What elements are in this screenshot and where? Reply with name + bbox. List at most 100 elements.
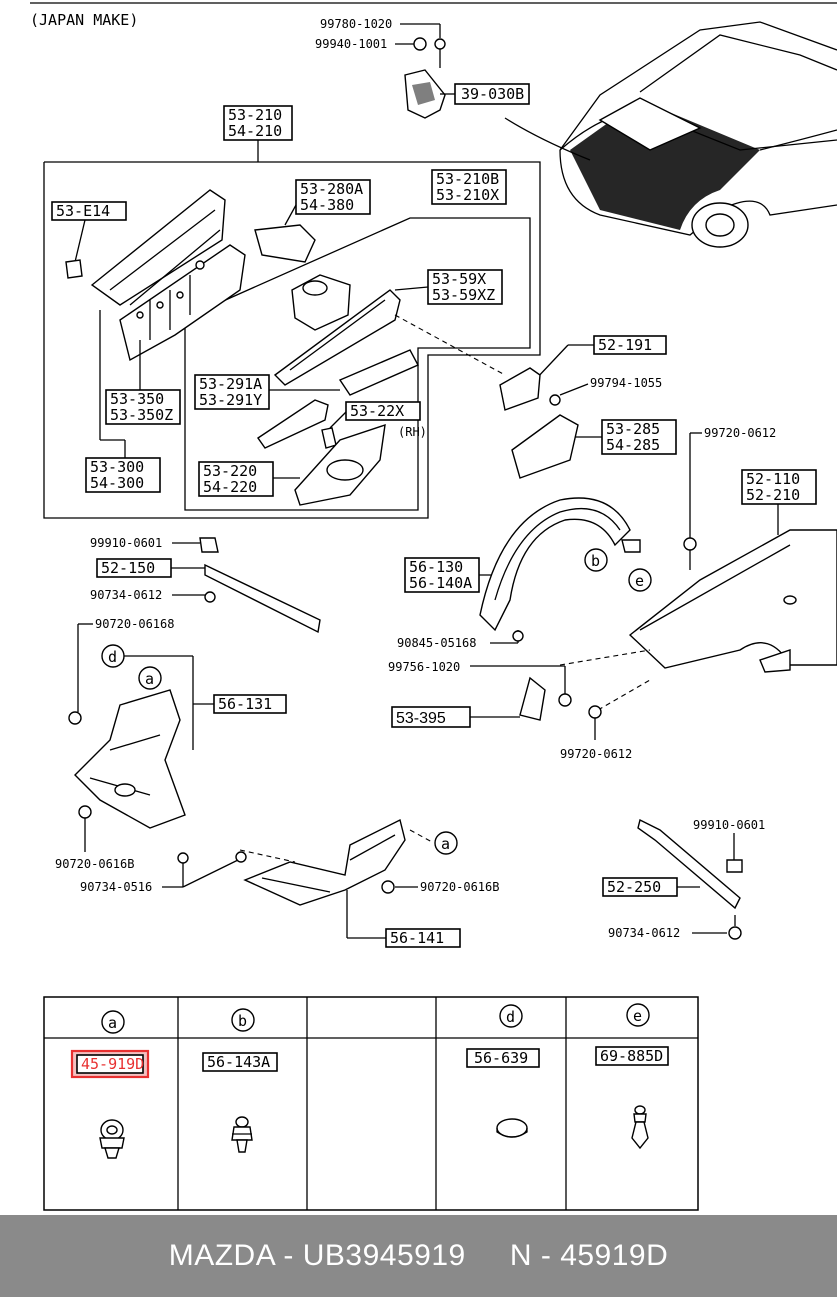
footer-text: MAZDA - UB3945919 N - 45919D [168,1239,669,1272]
box-53291A [194,374,270,410]
legend-letter-e [626,1003,650,1027]
bracket-52191 [499,367,541,411]
apron-assembly-frame: 53-210 54-210 [43,105,541,519]
box-53350 [105,389,181,425]
car-illustration [504,21,837,248]
callout-a-left-text: a [145,670,154,688]
gusset [257,399,329,449]
legend-letter-e-text: e [633,1007,642,1025]
callout-e-top-text: e [635,572,644,590]
legend-letter-a [101,1010,125,1034]
label-54210: 54-210 [228,122,282,140]
label-52110: 52-110 [746,470,800,488]
inner-fender-liner [479,497,631,632]
front-rail [273,289,419,396]
label-90734c: 90734-0612 [608,926,680,940]
callout-a-right-text: a [441,835,450,853]
box-53210B [431,169,507,205]
label-53300: 53-300 [90,458,144,476]
label-56130: 56-130 [409,558,463,576]
callout-b-top-text: b [591,552,600,570]
legend-part-b: 56-143A [207,1053,270,1071]
label-52250: 52-250 [607,878,661,896]
label-53280A: 53-280A [300,180,363,198]
label-53291Y: 53-291Y [199,391,262,409]
label-39030B: 39-030B [461,85,524,103]
label-53395: 53-395 [396,710,446,727]
bracket-53395 [519,676,546,721]
label-99780: 99780-1020 [320,17,392,31]
label-5359X: 53-59X [432,270,486,288]
fastener-legend-table: a b d e 45-919D 56-143A 56-639 69-885D [43,996,699,1211]
bracket-53285 [511,414,579,479]
label-90734a: 90734-0612 [90,588,162,602]
callout-d-left-text: d [108,648,117,666]
box-53300 [85,457,161,493]
label-99910b: 99910-0601 [693,818,765,832]
brace-52250 [637,818,741,910]
box-53280A [295,179,371,215]
label-90845: 90845-05168 [397,636,476,650]
label-54300: 54-300 [90,474,144,492]
label-90720b: 90720-0616B [55,857,134,871]
bracket-53280A [254,224,316,263]
legend-letter-d [499,1004,523,1028]
label-99940: 99940-1001 [315,37,387,51]
label-54220: 54-220 [203,478,257,496]
label-52150: 52-150 [101,559,155,577]
hinge-bracket [404,37,446,119]
callout-e-top [628,568,652,592]
brace-52150 [204,563,321,634]
box-53285 [601,419,677,455]
label-99910a: 99910-0601 [90,536,162,550]
clip-e-icon [631,1105,649,1150]
label-53210: 53-210 [228,106,282,124]
splash-shield-56131 [74,689,186,829]
strut-tower [291,274,351,331]
label-54285: 54-285 [606,436,660,454]
box-53E14 [51,201,127,221]
label-53285: 53-285 [606,420,660,438]
label-53210B: 53-210B [436,170,499,188]
label-56141: 56-141 [390,929,444,947]
legend-letter-b [231,1008,255,1032]
label-99720b: 99720-0612 [560,747,632,761]
label-56131: 56-131 [218,695,272,713]
legend-part-a: 45-919D [81,1055,144,1073]
label-53220: 53-220 [203,462,257,480]
front-fender [628,529,837,673]
splash-shield-56141 [243,818,406,906]
label-90720a: 90720-06168 [95,617,174,631]
legend-part-e: 69-885D [600,1047,663,1065]
label-90734b: 90734-0516 [80,880,152,894]
callout-a-left [138,666,162,690]
label-53350: 53-350 [110,390,164,408]
clip-b-icon [231,1116,253,1153]
label-52191: 52-191 [598,336,652,354]
plug-d-icon [496,1118,528,1138]
label-54380: 54-380 [300,196,354,214]
legend-part-d: 56-639 [474,1049,528,1067]
parts-diagram: (JAPAN MAKE) 99780-1020 99940-1001 39-03… [30,2,837,1211]
label-90720c: 90720-0616B [420,880,499,894]
label-53350Z: 53-350Z [110,406,173,424]
label-5359XZ: 53-59XZ [432,286,495,304]
box-52110 [741,469,817,505]
box-53220 [198,461,274,497]
legend-letter-d-text: d [506,1008,515,1026]
label-rh: (RH) [398,425,427,439]
label-99794: 99794-1055 [590,376,662,390]
callout-b-top [584,548,608,572]
label-52210: 52-210 [746,486,800,504]
label-56140A: 56-140A [409,574,472,592]
label-99720a: 99720-0612 [704,426,776,440]
box-56141 [385,928,461,948]
label-53291A: 53-291A [199,375,262,393]
apron-panel [90,189,246,362]
label-53210X: 53-210X [436,186,499,204]
box-5322X [345,401,421,421]
label-53E14: 53-E14 [56,202,110,220]
legend-letter-b-text: b [238,1012,247,1030]
part-number-footer: MAZDA - UB3945919 N - 45919D [0,1215,837,1297]
label-99756: 99756-1020 [388,660,460,674]
